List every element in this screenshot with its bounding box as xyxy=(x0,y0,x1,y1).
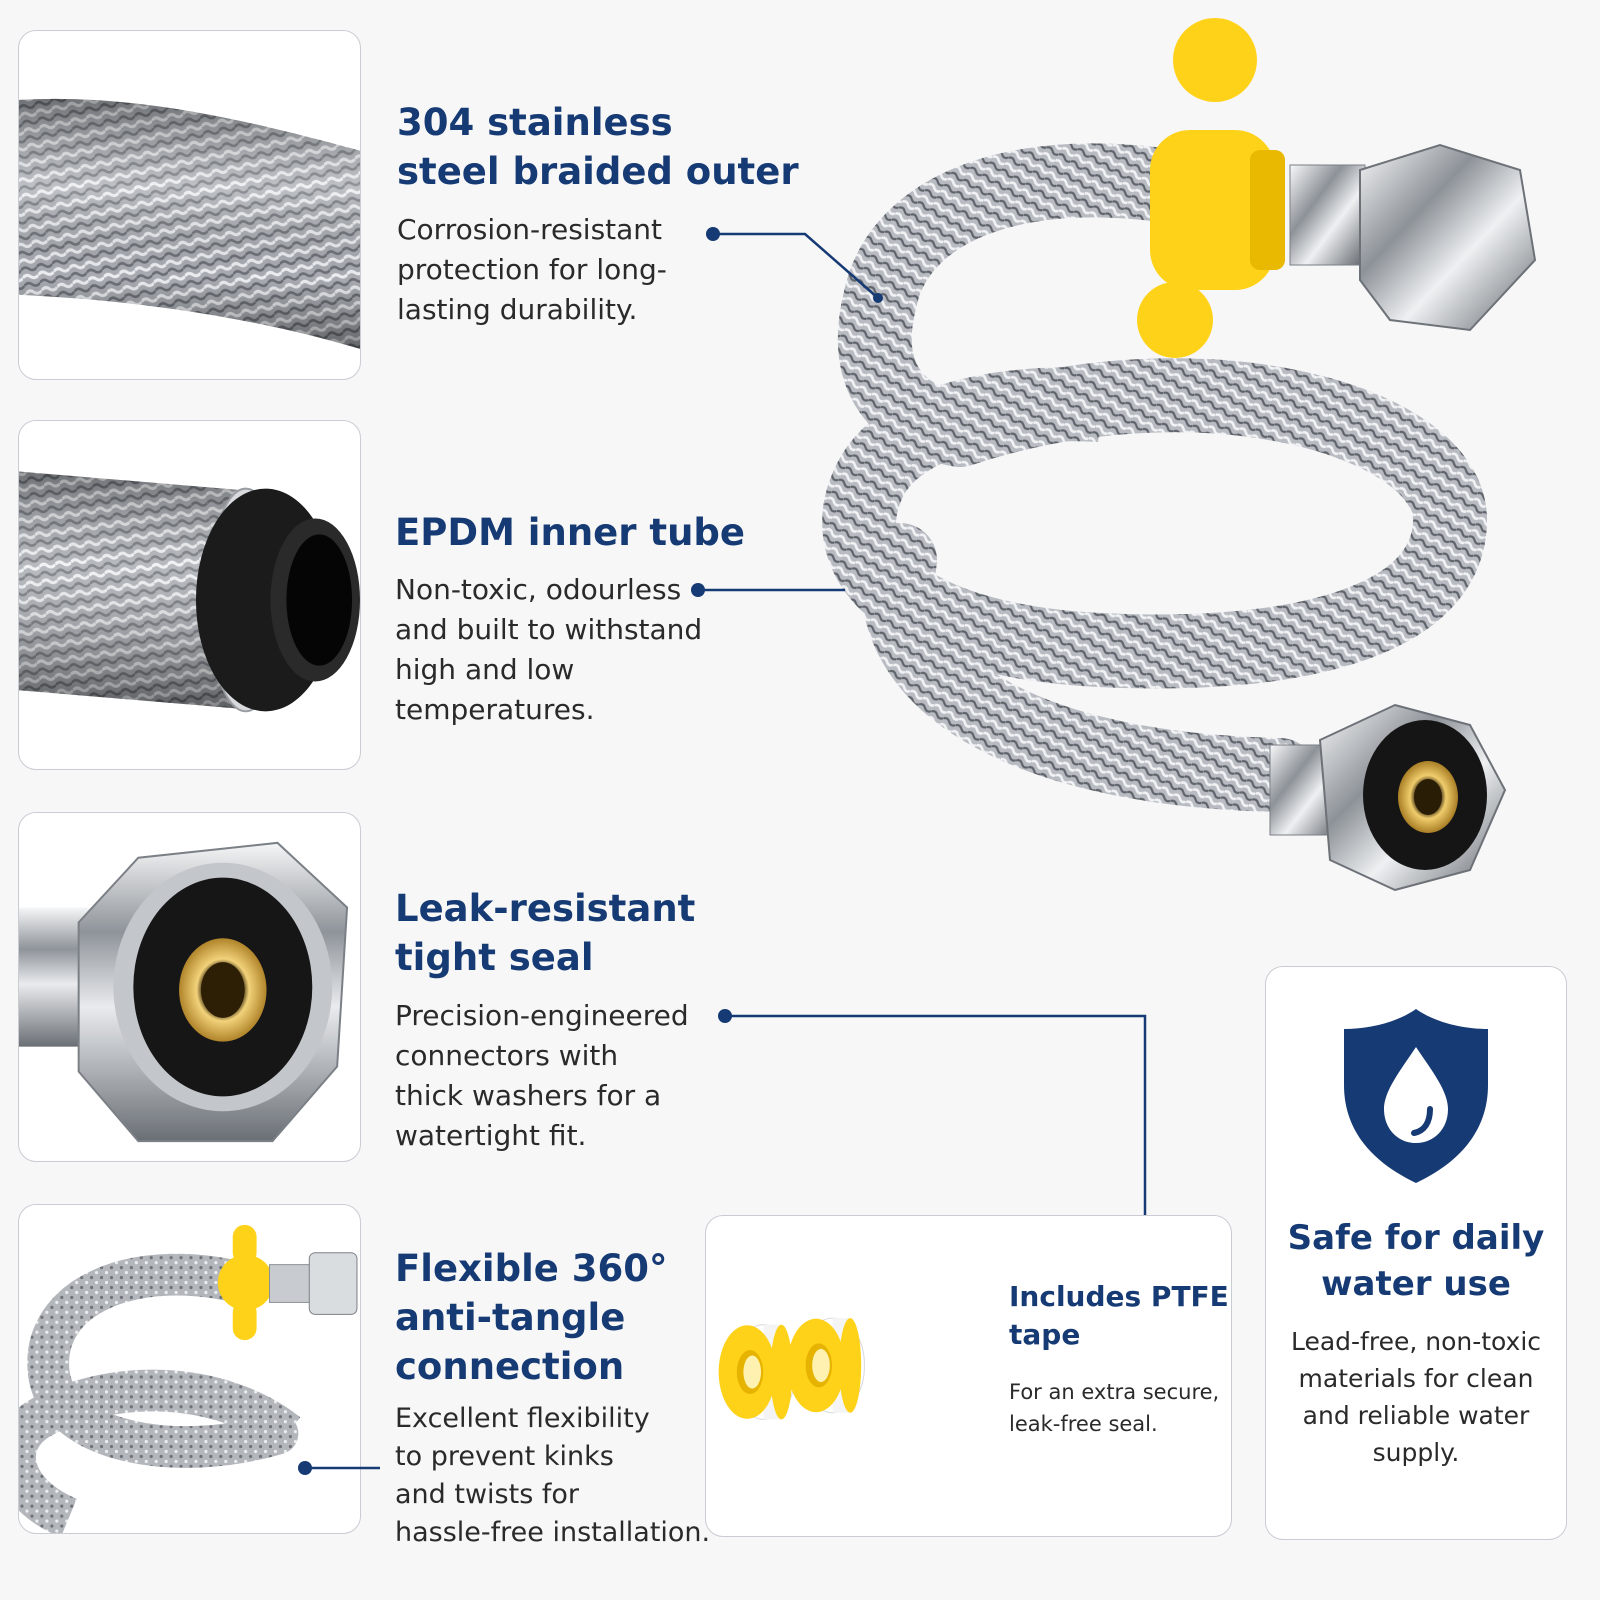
callout-line-braided xyxy=(713,232,879,299)
safe-description: Lead-free, non-toxic materials for clean… xyxy=(1266,1323,1566,1471)
ptfe-description: For an extra secure, leak-free seal. xyxy=(1009,1376,1219,1440)
feature-desc-line: and built to withstand xyxy=(395,613,703,646)
feature-title-line: anti-tangle xyxy=(395,1296,626,1339)
feature-title: 304 stainless steel braided outer xyxy=(397,98,799,196)
ptfe-desc-line: For an extra secure, xyxy=(1009,1380,1220,1404)
feature-desc-line: Precision-engineered xyxy=(395,999,689,1032)
feature-desc-line: Non-toxic, odourless xyxy=(395,573,682,606)
feature-desc-line: watertight fit. xyxy=(395,1119,587,1152)
feature-title-line: Leak-resistant xyxy=(395,887,696,930)
feature-desc-line: Excellent flexibility xyxy=(395,1403,650,1434)
safe-title-line: water use xyxy=(1321,1264,1511,1304)
feature-title-line: tight seal xyxy=(395,936,594,979)
feature-desc-line: Corrosion-resistant xyxy=(397,213,663,246)
feature-description: Corrosion-resistant protection for long-… xyxy=(397,210,667,330)
safe-desc-line: materials for clean xyxy=(1298,1364,1534,1393)
feature-desc-line: to prevent kinks xyxy=(395,1441,614,1472)
feature-title-line: connection xyxy=(395,1345,625,1388)
feature-desc-line: thick washers for a xyxy=(395,1079,662,1112)
feature-description: Precision-engineered connectors with thi… xyxy=(395,996,689,1156)
image-card-braided-outer xyxy=(18,30,361,380)
ptfe-tape-rolls-image xyxy=(718,1317,866,1420)
safe-desc-line: and reliable water xyxy=(1302,1401,1530,1430)
feature-title: Flexible 360° anti-tangle connection xyxy=(395,1244,667,1391)
ptfe-title: Includes PTFE tape xyxy=(1009,1278,1229,1354)
feature-title: EPDM inner tube xyxy=(395,508,745,557)
feature-title-line: EPDM inner tube xyxy=(395,511,746,554)
callout-dot-seal xyxy=(718,1009,732,1023)
feature-desc-line: protection for long- xyxy=(397,253,667,286)
image-card-flexible xyxy=(18,1204,361,1534)
inner-tube-closeup-image xyxy=(19,471,360,713)
callout-dot-braided xyxy=(706,227,720,241)
coiled-hose-closeup-image xyxy=(19,1224,358,1533)
braided-hose-closeup-image xyxy=(19,98,360,349)
ptfe-title-line: tape xyxy=(1009,1318,1081,1351)
ptfe-title-line: Includes PTFE xyxy=(1009,1280,1229,1313)
shield-water-drop-icon xyxy=(1344,1009,1488,1183)
feature-desc-line: temperatures. xyxy=(395,693,595,726)
safe-desc-line: supply. xyxy=(1372,1438,1460,1467)
feature-desc-line: and twists for xyxy=(395,1479,579,1510)
feature-description: Non-toxic, odourless and built to withst… xyxy=(395,570,702,730)
safe-water-card: Safe for daily water use Lead-free, non-… xyxy=(1265,966,1567,1540)
safe-title-line: Safe for daily xyxy=(1287,1218,1545,1258)
ptfe-desc-line: leak-free seal. xyxy=(1009,1412,1158,1436)
callout-line-seal xyxy=(725,1014,1147,1215)
feature-description: Excellent flexibility to prevent kinks a… xyxy=(395,1400,710,1552)
feature-title: Leak-resistant tight seal xyxy=(395,884,695,982)
callout-dot-braided-end xyxy=(873,293,883,303)
image-card-inner-tube xyxy=(18,420,361,770)
connector-nut-closeup-image xyxy=(19,841,349,1143)
feature-desc-line: lasting durability. xyxy=(397,293,638,326)
safe-desc-line: Lead-free, non-toxic xyxy=(1290,1327,1542,1356)
feature-desc-line: connectors with xyxy=(395,1039,619,1072)
safe-title: Safe for daily water use xyxy=(1266,1215,1566,1307)
feature-desc-line: high and low xyxy=(395,653,575,686)
feature-title-line: 304 stainless xyxy=(397,101,673,144)
feature-title-line: steel braided outer xyxy=(397,150,799,193)
feature-desc-line: hassle-free installation. xyxy=(395,1517,711,1548)
image-card-connector xyxy=(18,812,361,1162)
ptfe-tape-card: Includes PTFE tape For an extra secure, … xyxy=(705,1215,1232,1537)
feature-title-line: Flexible 360° xyxy=(395,1247,668,1290)
